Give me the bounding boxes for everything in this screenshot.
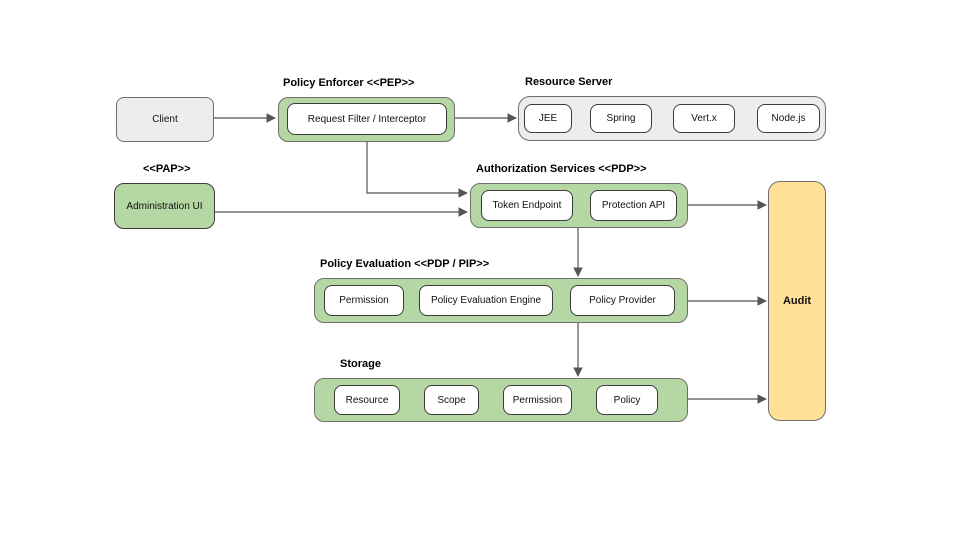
protection-api-node: Protection API bbox=[590, 190, 677, 221]
policy-evaluation-engine-node: Policy Evaluation Engine bbox=[419, 285, 553, 316]
resource-server-vertx-node: Vert.x bbox=[673, 104, 735, 133]
resource-server-jee-node: JEE bbox=[524, 104, 572, 133]
audit-node: Audit bbox=[768, 181, 826, 421]
authorization-services-title: Authorization Services <<PDP>> bbox=[476, 163, 647, 175]
policy-evaluation-title: Policy Evaluation <<PDP / PIP>> bbox=[320, 258, 490, 270]
administration-ui-node: Administration UI bbox=[114, 183, 215, 229]
resource-server-spring-node: Spring bbox=[590, 104, 652, 133]
request-filter-node: Request Filter / Interceptor bbox=[287, 103, 447, 135]
storage-resource-node: Resource bbox=[334, 385, 400, 415]
arrow-policy-enforcer-to-authorization-services bbox=[366, 142, 468, 198]
resource-server-nodejs-node: Node.js bbox=[757, 104, 820, 133]
storage-scope-node: Scope bbox=[424, 385, 479, 415]
policy-provider-node: Policy Provider bbox=[570, 285, 675, 316]
client-node: Client bbox=[116, 97, 214, 142]
storage-permission-node: Permission bbox=[503, 385, 572, 415]
policy-enforcer-title: Policy Enforcer <<PEP>> bbox=[283, 77, 415, 89]
resource-server-title: Resource Server bbox=[525, 76, 613, 88]
permission-evaluation-node: Permission bbox=[324, 285, 404, 316]
storage-title: Storage bbox=[340, 358, 381, 370]
token-endpoint-node: Token Endpoint bbox=[481, 190, 573, 221]
pap-title: <<PAP>> bbox=[143, 163, 191, 175]
storage-policy-node: Policy bbox=[596, 385, 658, 415]
